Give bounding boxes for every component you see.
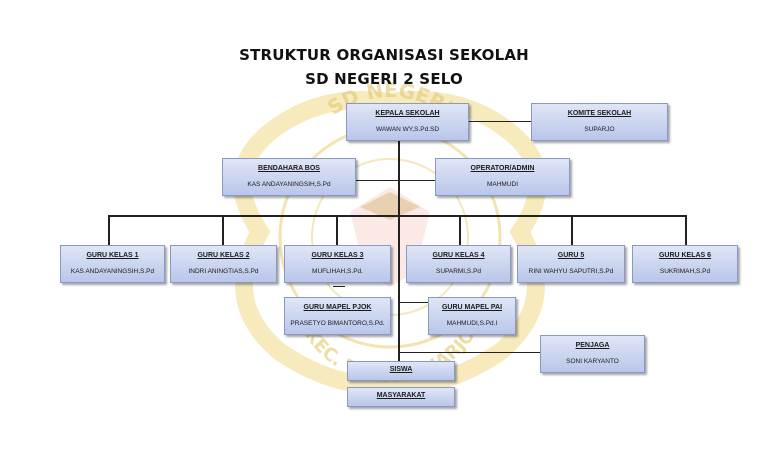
node-label: GURU KELAS 2 (197, 252, 250, 259)
node-label: GURU KELAS 3 (311, 252, 364, 259)
node-label: GURU KELAS 1 (86, 252, 139, 259)
node-guru-kelas-1: GURU KELAS 1 KAS ANDAYANINGSIH,S.Pd (60, 245, 165, 283)
node-person: KAS ANDAYANINGSIH,S.Pd (247, 181, 331, 188)
connector-guru5 (571, 215, 573, 245)
node-label: PENJAGA (575, 342, 610, 349)
node-penjaga: PENJAGA SONI KARYANTO (540, 335, 645, 373)
node-masyarakat: MASYARAKAT (347, 387, 455, 407)
node-komite-sekolah: KOMITE SEKOLAH SUPARJO (531, 103, 668, 141)
connector-guru-bus (108, 215, 687, 217)
node-label: GURU 5 (557, 252, 585, 259)
node-siswa: SISWA (347, 361, 455, 381)
chart-subtitle: SD NEGERI 2 SELO (305, 70, 463, 88)
node-person: SUKRIMAH,S.Pd (659, 268, 711, 275)
node-label: GURU KELAS 4 (432, 252, 485, 259)
node-label: KOMITE SEKOLAH (567, 110, 632, 117)
connector-guru4 (459, 215, 461, 245)
node-guru-mapel-pjok: GURU MAPEL PJOK PRASETYO BIMANTORO,S.Pd. (284, 297, 391, 335)
node-person: MUFLIHAH,S.Pd. (312, 268, 363, 275)
node-label: KEPALA SEKOLAH (375, 110, 440, 117)
connector-pjok (333, 286, 345, 287)
node-guru-kelas-6: GURU KELAS 6 SUKRIMAH,S.Pd (632, 245, 738, 283)
node-guru-kelas-3: GURU KELAS 3 MUFLIHAH,S.Pd. (284, 245, 391, 283)
node-label: OPERATOR/ADMIN (470, 165, 535, 172)
node-person: SUPARJO (584, 126, 615, 133)
node-person: RINI WAHYU SAPUTRI,S.Pd (528, 268, 614, 275)
node-label: GURU KELAS 6 (658, 252, 712, 259)
node-label: GURU MAPEL PAI (441, 304, 503, 311)
connector-pai (400, 302, 428, 303)
node-kepala-sekolah: KEPALA SEKOLAH WAWAN WY,S.Pd.SD (346, 103, 469, 141)
node-guru-5: GURU 5 RINI WAHYU SAPUTRI,S.Pd (517, 245, 625, 283)
connector-bendahara (356, 180, 398, 181)
node-person: MAHMUDI (486, 181, 519, 188)
node-person: SUPARMI,S.Pd (435, 268, 482, 275)
chart-title: STRUKTUR ORGANISASI SEKOLAH (239, 46, 529, 64)
node-operator-admin: OPERATOR/ADMIN MAHMUDI (435, 158, 570, 196)
node-person: KAS ANDAYANINGSIH,S.Pd (70, 268, 155, 275)
node-bendahara-bos: BENDAHARA BOS KAS ANDAYANINGSIH,S.Pd (222, 158, 356, 196)
node-person: INDRI ANINGTIAS,S.Pd (188, 268, 259, 275)
node-person: SONI KARYANTO (566, 358, 619, 365)
node-guru-kelas-2: GURU KELAS 2 INDRI ANINGTIAS,S.Pd (170, 245, 277, 283)
connector-guru1 (108, 215, 110, 245)
node-person: MAHMUDI,S.Pd.I (446, 320, 498, 327)
connector-penjaga (400, 352, 540, 353)
node-person: WAWAN WY,S.Pd.SD (375, 126, 440, 133)
node-label: MASYARAKAT (376, 392, 426, 399)
connector-kepala-komite (469, 121, 531, 122)
connector-operator (400, 180, 435, 181)
node-guru-mapel-pai: GURU MAPEL PAI MAHMUDI,S.Pd.I (428, 297, 516, 335)
node-guru-kelas-4: GURU KELAS 4 SUPARMI,S.Pd (406, 245, 511, 283)
node-label: GURU MAPEL PJOK (303, 304, 372, 311)
connector-trunk (398, 140, 400, 380)
connector-guru6 (685, 215, 687, 245)
node-label: SISWA (389, 366, 413, 373)
node-person: PRASETYO BIMANTORO,S.Pd. (290, 320, 385, 327)
connector-guru2 (222, 215, 224, 245)
node-label: BENDAHARA BOS (258, 165, 320, 172)
connector-guru3 (336, 215, 338, 245)
